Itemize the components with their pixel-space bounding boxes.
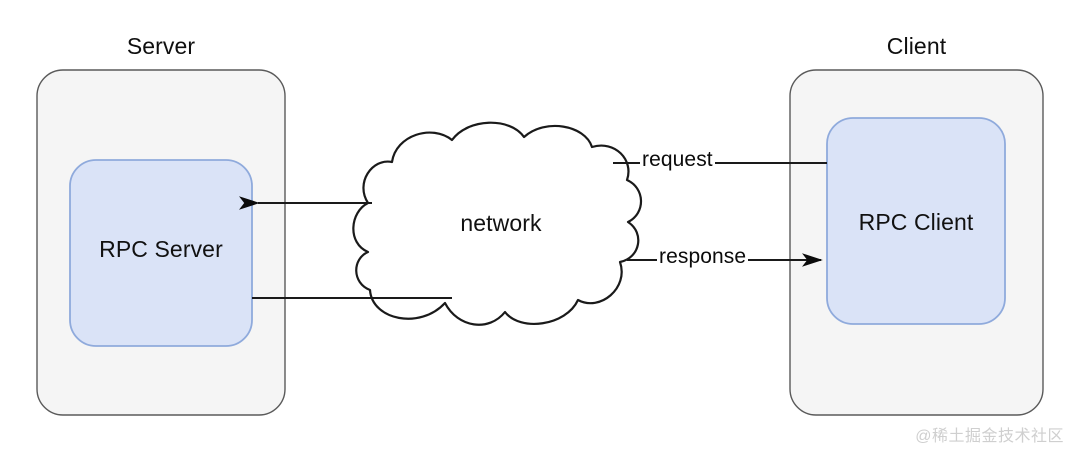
watermark-text: @稀土掘金技术社区 — [915, 428, 1064, 445]
client-group-title: Client — [886, 33, 947, 59]
network-cloud-shape[interactable] — [352, 121, 643, 326]
rpc-server-label: RPC Server — [99, 236, 223, 262]
request-edge-label: request — [640, 148, 715, 172]
response-edge-label: response — [657, 245, 749, 269]
server-group-title: Server — [126, 33, 196, 59]
rpc-client-label: RPC Client — [858, 209, 974, 235]
rpc-server-node[interactable] — [69, 159, 253, 347]
network-label: network — [460, 210, 542, 236]
rpc-client-node[interactable] — [826, 117, 1006, 325]
